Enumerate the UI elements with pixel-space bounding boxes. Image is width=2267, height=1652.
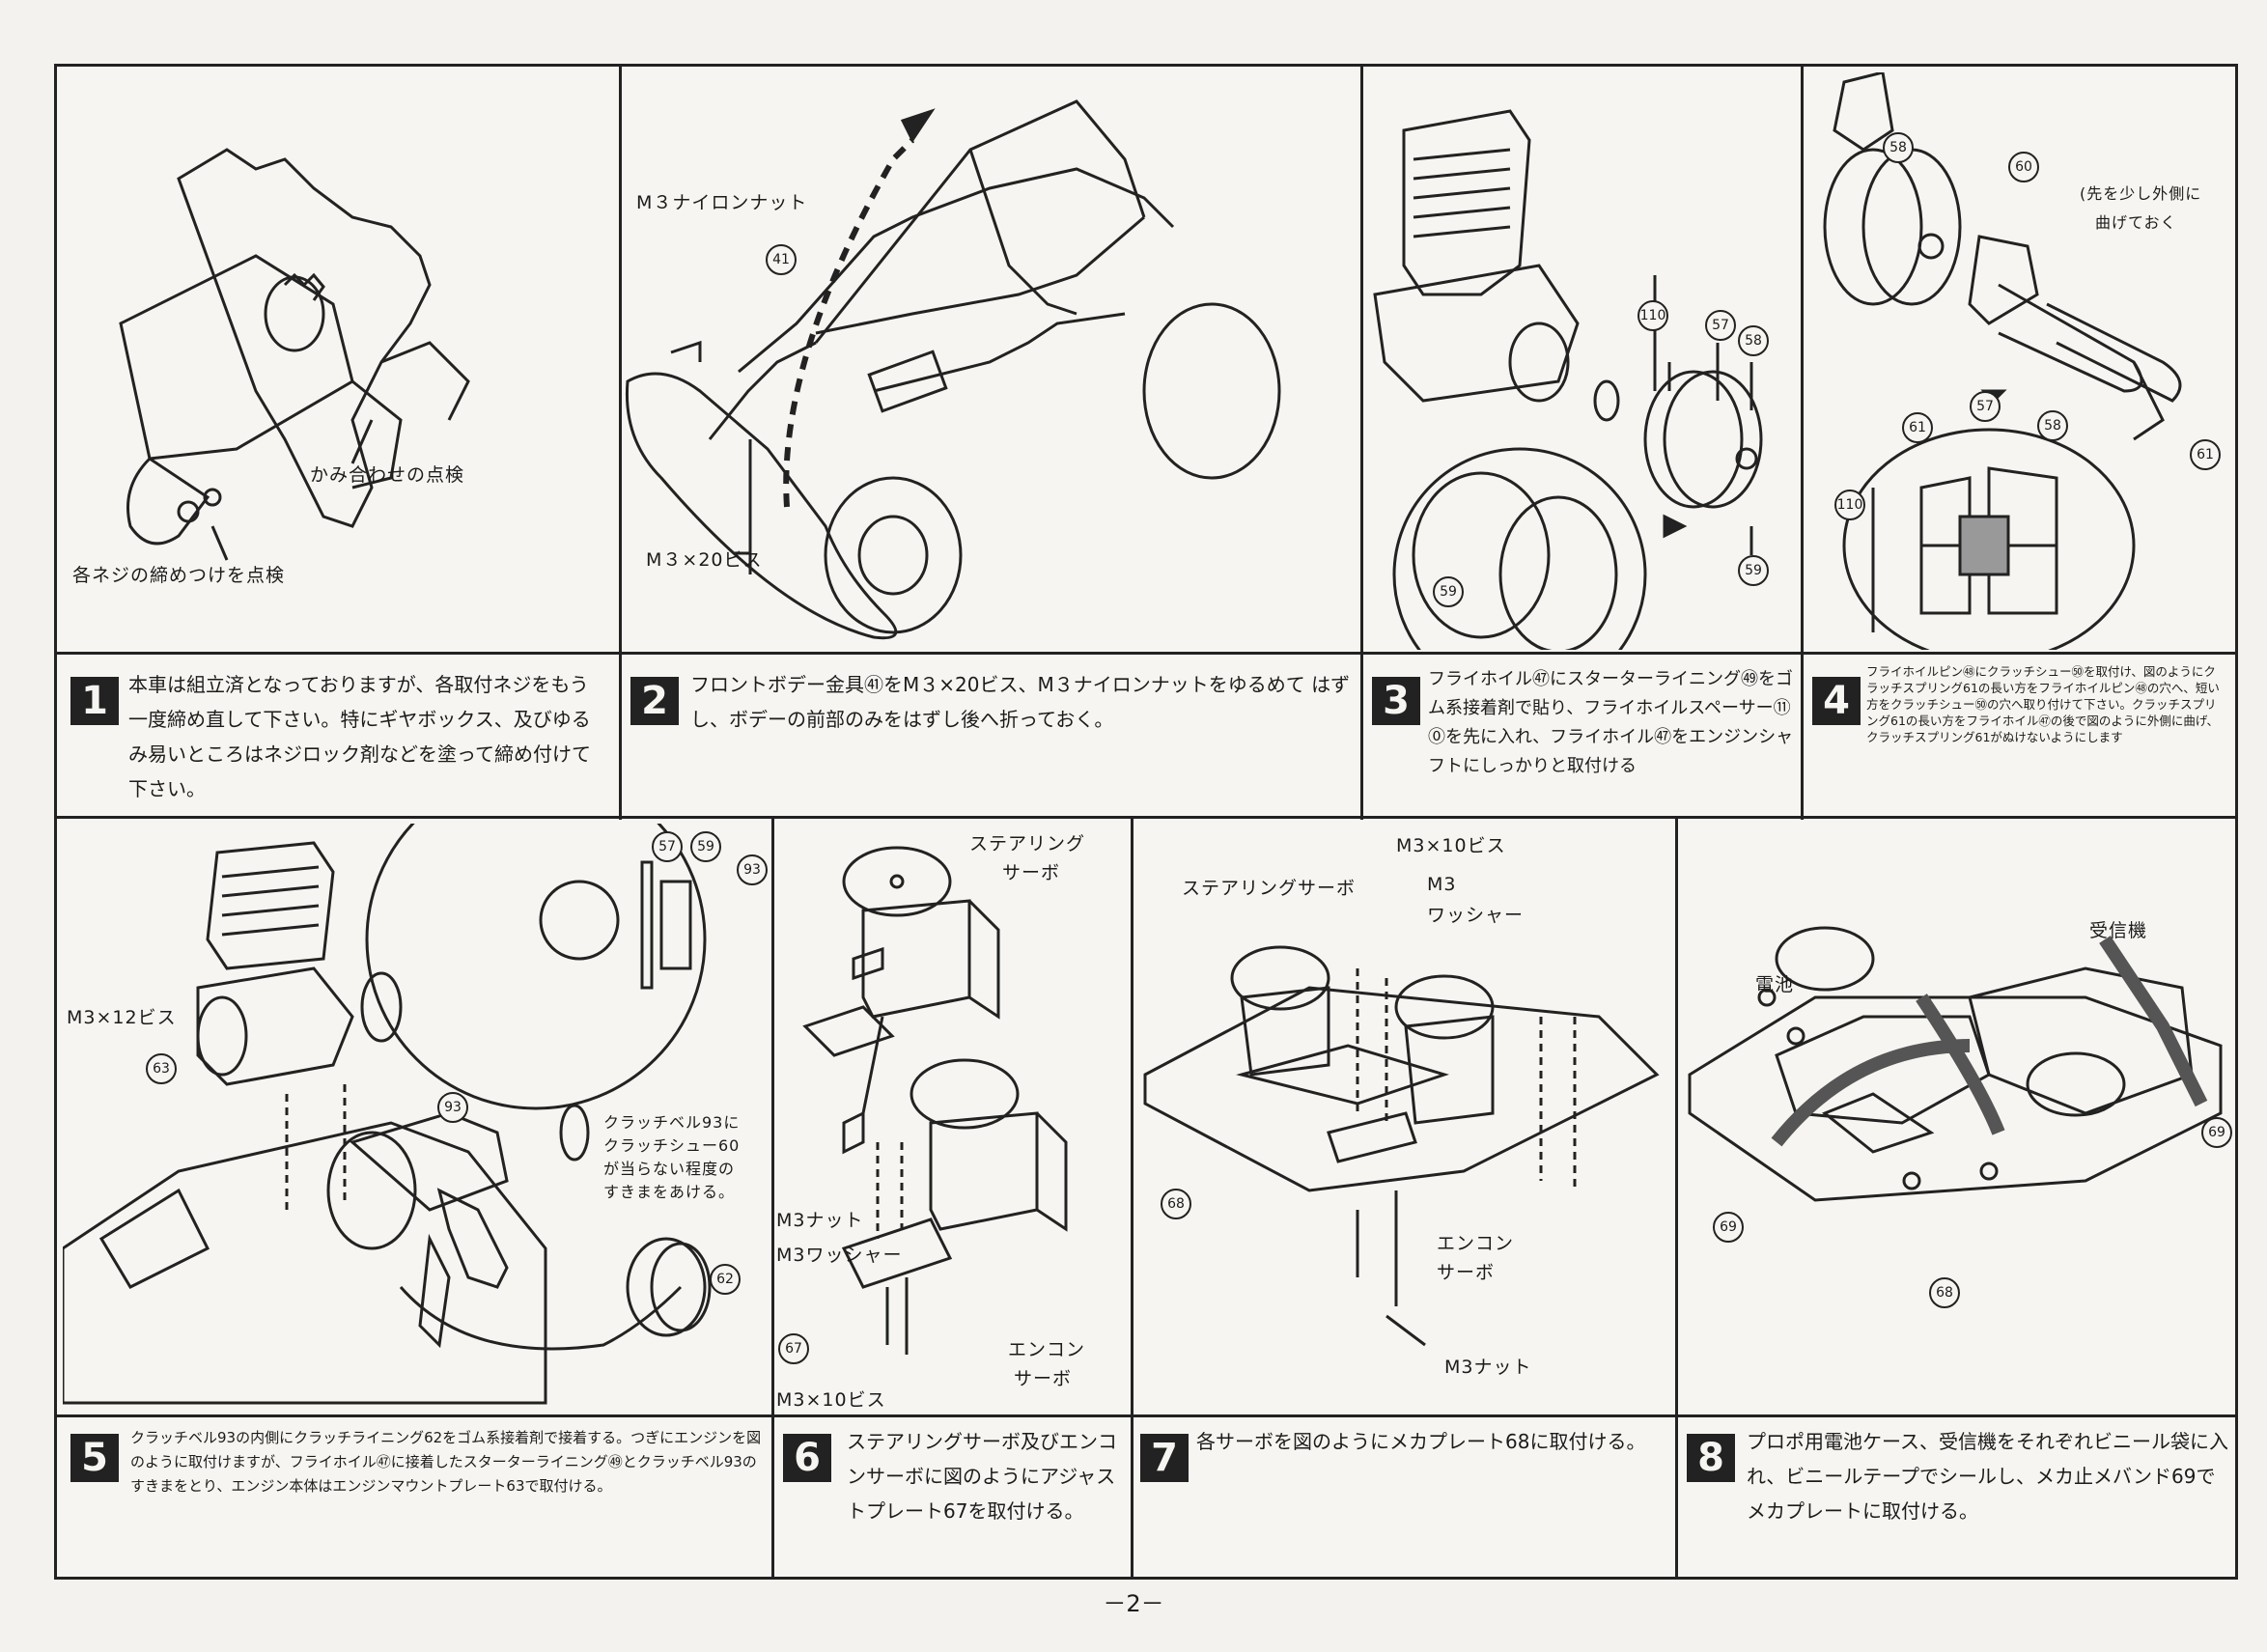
step6-label-steering: ステアリング (969, 833, 1086, 854)
step-6-number: 6 (783, 1434, 831, 1482)
step8-part-68: 68 (1929, 1277, 1960, 1308)
step6-label-servo: サーボ (1002, 862, 1061, 883)
step5-label-screw: M3×12ビス (67, 1007, 177, 1028)
step-2-text: フロントボデー金具㊶をM３×20ビス、M３ナイロンナットをゆるめて はずし、ボデ… (690, 673, 1351, 731)
step7-part-68: 68 (1161, 1189, 1191, 1219)
row-divider-2 (57, 816, 2235, 819)
col-divider-5 (1131, 816, 1134, 1577)
step3-part-110: 110 (1637, 300, 1668, 331)
step7-label-steering: ステアリングサーボ (1182, 878, 1357, 899)
illustration-step-7: M3×10ビス ステアリングサーボ M3 ワッシャー 68 エンコン サーボ M… (1135, 824, 1673, 1413)
step-1-number: 1 (70, 677, 119, 725)
step2-part-41: 41 (766, 244, 797, 275)
step7-label-throttle: エンコン (1437, 1233, 1515, 1254)
step5-note-line4: すきまをあける。 (603, 1183, 736, 1201)
step5-part-93-engine: 93 (437, 1092, 468, 1123)
step3-part-59-inset: 59 (1433, 576, 1464, 607)
step5-part-62: 62 (710, 1264, 741, 1295)
step1-label-gear-check: かみ合わせの点検 (310, 464, 465, 486)
step3-part-58: 58 (1738, 325, 1769, 356)
illustration-step-2: M３ナイロンナット M３×20ビス 41 (623, 72, 1358, 650)
step5-note-line1: クラッチベル93に (603, 1113, 741, 1132)
step4-part-110: 110 (1834, 490, 1865, 520)
step4-part-61-right: 61 (2190, 439, 2221, 470)
step5-note-line2: クラッチシュー60 (603, 1136, 741, 1155)
step6-label-throttle-servo: サーボ (1014, 1368, 1073, 1389)
step3-part-59: 59 (1738, 555, 1769, 586)
receiver-battery-drawing (1688, 926, 2223, 1202)
step-3-number: 3 (1372, 677, 1420, 725)
illustration-step-8: 受信機 電池 69 69 68 (1680, 824, 2235, 1413)
step4-part-60: 60 (2008, 152, 2039, 182)
instruction-sheet: かみ合わせの点検 各ネジの締めつけを点検 M３ナイロンナット M３×20ビス 4… (54, 64, 2238, 1580)
step6-label-screw: M3×10ビス (776, 1389, 886, 1411)
step1-label-screw-check: 各ネジの締めつけを点検 (72, 565, 286, 586)
step4-part-57: 57 (1970, 391, 2001, 422)
step4-note-line2: 曲げておく (2095, 213, 2177, 232)
step-8-number: 8 (1687, 1434, 1735, 1482)
step6-label-washer: M3ワッシャー (776, 1245, 903, 1266)
step7-label-m3: M3 (1427, 874, 1457, 895)
row-divider-1 (57, 652, 2235, 655)
col-divider-1 (619, 67, 622, 820)
step-1-text: 本車は組立済となっておりますが、各取付ネジをもう一度締め直して下さい。特にギヤボ… (128, 673, 591, 800)
step-6-text: ステアリングサーボ及びエンコンサーボに図のようにアジャストプレート67を取付ける… (847, 1430, 1117, 1523)
step4-part-61-left: 61 (1902, 412, 1933, 443)
col-divider-4 (771, 816, 774, 1577)
mecha-plate-drawing (1143, 945, 1660, 1347)
step6-label-throttle: エンコン (1008, 1339, 1086, 1360)
col-divider-6 (1675, 816, 1678, 1577)
engine-mount-drawing (63, 824, 712, 1405)
gearbox-drawing (119, 148, 470, 561)
step5-part-63: 63 (146, 1053, 177, 1084)
step7-label-washer: ワッシャー (1427, 905, 1525, 926)
step4-part-58-lower: 58 (2037, 410, 2068, 441)
step-7-number: 7 (1140, 1434, 1189, 1482)
step5-part-59: 59 (690, 831, 721, 862)
illustration-step-3: 110 57 58 59 59 (1365, 72, 1799, 650)
step8-part-69-right: 69 (2201, 1117, 2232, 1148)
row-divider-3 (57, 1414, 2235, 1417)
col-divider-2 (1360, 67, 1363, 820)
step3-part-57: 57 (1705, 310, 1736, 341)
step7-label-screw: M3×10ビス (1396, 835, 1506, 856)
illustration-step-4: 58 60 (先を少し外側に 曲げておく 57 61 58 61 110 (1805, 72, 2235, 650)
step-8-text: プロポ用電池ケース、受信機をそれぞれビニール袋に入れ、ビニールテープでシールし、… (1747, 1430, 2228, 1523)
step-4-text: フライホイルピン㊽にクラッチシュー㊿を取付け、図のようにクラッチスプリング61の… (1866, 664, 2220, 744)
step8-part-69-left: 69 (1713, 1212, 1744, 1243)
illustration-step-1: かみ合わせの点検 各ネジの締めつけを点検 (63, 72, 617, 650)
engine-flywheel-drawing (1373, 109, 1763, 650)
servo-plate-drawing (802, 846, 1068, 1355)
step8-label-receiver: 受信機 (2089, 920, 2148, 941)
illustration-step-5: M3×12ビス 63 93 57 59 93 クラッチベル93に クラッチシュー… (63, 824, 770, 1413)
buggy-body-drawing (625, 99, 1281, 640)
step7-label-nut: M3ナット (1444, 1357, 1532, 1378)
step6-part-67: 67 (778, 1333, 809, 1364)
step-4-number: 4 (1812, 677, 1861, 725)
step2-label-screw: M３×20ビス (646, 549, 763, 571)
step5-part-93-inset: 93 (737, 854, 768, 885)
col-divider-3 (1801, 67, 1804, 820)
step4-part-58: 58 (1883, 132, 1914, 163)
step4-note-line1: (先を少し外側に (2080, 184, 2202, 203)
step5-note-line3: が当らない程度の (603, 1160, 736, 1178)
step5-part-57: 57 (652, 831, 683, 862)
step7-label-throttle-servo: サーボ (1437, 1262, 1496, 1283)
step-5-text: クラッチベル93の内側にクラッチライニング62をゴム系接着剤で接着する。つぎにエ… (130, 1429, 762, 1495)
step2-label-nylon-nut: M３ナイロンナット (636, 192, 808, 213)
illustration-step-6: ステアリング サーボ M3ナット M3ワッシャー 67 エンコン サーボ M3×… (776, 824, 1129, 1413)
step8-label-battery: 電池 (1755, 974, 1795, 995)
page-number: －2－ (1103, 1590, 1164, 1617)
step-2-number: 2 (630, 677, 679, 725)
step-7-text: 各サーボを図のようにメカプレート68に取付ける。 (1196, 1430, 1646, 1453)
step-3-text: フライホイル㊼にスターターライニング㊾をゴム系接着剤で貼り、フライホイルスペーサ… (1428, 669, 1794, 776)
step-5-number: 5 (70, 1434, 119, 1482)
step6-label-nut: M3ナット (776, 1210, 864, 1231)
